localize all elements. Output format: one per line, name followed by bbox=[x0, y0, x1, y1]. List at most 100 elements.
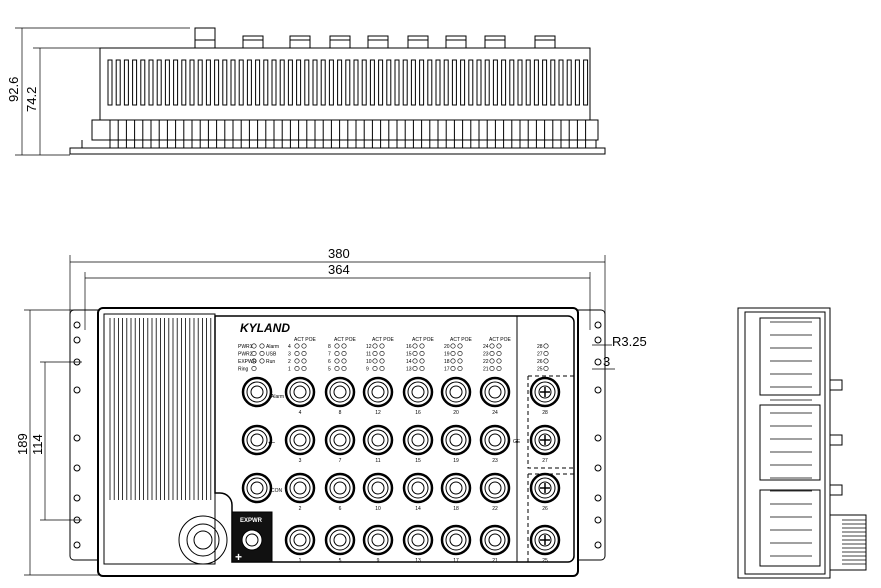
act-led bbox=[489, 350, 495, 356]
alarm-label: Alarm bbox=[271, 394, 284, 400]
poe-led bbox=[301, 365, 307, 371]
fin bbox=[222, 59, 228, 106]
ethernet-port-ring bbox=[367, 429, 389, 451]
led-port-number: 11 bbox=[366, 352, 371, 358]
led-port-number: 12 bbox=[366, 344, 372, 350]
ge-led bbox=[543, 358, 549, 364]
poe-led bbox=[496, 365, 502, 371]
port-number: 18 bbox=[453, 506, 459, 512]
fin bbox=[378, 59, 384, 106]
fin bbox=[189, 59, 195, 106]
mount-hole bbox=[594, 386, 602, 394]
fin bbox=[238, 59, 244, 106]
top-connector bbox=[367, 35, 389, 49]
mount-hole bbox=[73, 386, 81, 394]
led-port-number: 18 bbox=[444, 359, 450, 365]
ethernet-port bbox=[362, 524, 394, 556]
led-header: ACT POE bbox=[412, 337, 435, 343]
led-label: Run bbox=[266, 359, 275, 365]
fin bbox=[566, 59, 572, 106]
port-number: 2 bbox=[299, 506, 302, 512]
poe-led bbox=[496, 343, 502, 349]
poe-led bbox=[457, 350, 463, 356]
ge-port bbox=[529, 472, 561, 504]
act-led bbox=[412, 350, 418, 356]
poe-led bbox=[379, 358, 385, 364]
alarm-port-ring bbox=[246, 381, 268, 403]
ethernet-port bbox=[440, 472, 472, 504]
port-number: 6 bbox=[339, 506, 342, 512]
led-port-number: 9 bbox=[366, 367, 369, 373]
port-number: 28 bbox=[542, 410, 548, 416]
led-port-number: 26 bbox=[537, 359, 543, 365]
ge-led bbox=[543, 343, 549, 349]
side-flange bbox=[69, 147, 606, 155]
fin bbox=[312, 59, 318, 106]
fin bbox=[533, 59, 539, 106]
console-port-ring bbox=[246, 477, 268, 499]
status-led bbox=[259, 358, 265, 364]
ethernet-port-core bbox=[293, 481, 307, 495]
ethernet-port-core bbox=[488, 533, 502, 547]
top-connector bbox=[407, 35, 429, 49]
fin bbox=[353, 59, 359, 106]
alarm-port-core bbox=[250, 385, 264, 399]
status-led bbox=[251, 343, 257, 349]
port-number: 11 bbox=[375, 458, 380, 464]
ge-key bbox=[540, 535, 550, 545]
led-port-number: 23 bbox=[483, 352, 489, 358]
ethernet-port bbox=[479, 524, 511, 556]
mount-hole bbox=[594, 494, 602, 502]
fin bbox=[386, 59, 392, 106]
ethernet-port bbox=[362, 424, 394, 456]
expwr-port bbox=[241, 529, 263, 551]
mount-hole bbox=[594, 434, 602, 442]
fin bbox=[255, 59, 261, 106]
led-port-number: 1 bbox=[288, 367, 291, 373]
ethernet-port-ring bbox=[484, 381, 506, 403]
ge-port-group bbox=[527, 375, 574, 562]
act-led bbox=[372, 343, 378, 349]
port-number: 19 bbox=[453, 458, 459, 464]
led-label: USB bbox=[266, 352, 277, 358]
poe-led bbox=[301, 350, 307, 356]
led-port-number: 14 bbox=[406, 359, 412, 365]
ethernet-port-core bbox=[488, 481, 502, 495]
power-connector-side bbox=[829, 514, 867, 571]
mount-hole bbox=[73, 494, 81, 502]
led-label: Alarm bbox=[266, 344, 279, 350]
dim-mount-depth: 114 bbox=[30, 434, 45, 455]
port-number: 16 bbox=[415, 410, 421, 416]
act-led bbox=[489, 358, 495, 364]
poe-led bbox=[419, 350, 425, 356]
status-led bbox=[251, 350, 257, 356]
led-port-number: 2 bbox=[288, 359, 291, 365]
port-number: 25 bbox=[542, 558, 548, 564]
mount-hole bbox=[594, 358, 602, 366]
ethernet-port-ring bbox=[289, 429, 311, 451]
console-port-core bbox=[250, 481, 264, 495]
expwr-label: EXPWR bbox=[240, 518, 263, 524]
act-led bbox=[334, 350, 340, 356]
act-led bbox=[412, 358, 418, 364]
fin bbox=[287, 59, 293, 106]
port-number: 17 bbox=[453, 558, 459, 564]
ethernet-port bbox=[479, 376, 511, 408]
usb-port bbox=[241, 424, 273, 456]
right-side-view bbox=[737, 307, 867, 579]
ethernet-port-ring bbox=[329, 529, 351, 551]
ethernet-port-core bbox=[371, 481, 385, 495]
act-led bbox=[294, 358, 300, 364]
width-dimensions bbox=[24, 255, 615, 576]
fin bbox=[361, 59, 367, 106]
poe-led bbox=[419, 343, 425, 349]
dim-body-height: 74.2 bbox=[24, 87, 39, 112]
led-port-number: 5 bbox=[328, 367, 331, 373]
ethernet-port-ring bbox=[329, 477, 351, 499]
alarm-port bbox=[241, 376, 273, 408]
console-label: CON bbox=[271, 488, 283, 494]
fin bbox=[460, 59, 466, 106]
mount-hole bbox=[73, 541, 81, 549]
fin bbox=[304, 59, 310, 106]
